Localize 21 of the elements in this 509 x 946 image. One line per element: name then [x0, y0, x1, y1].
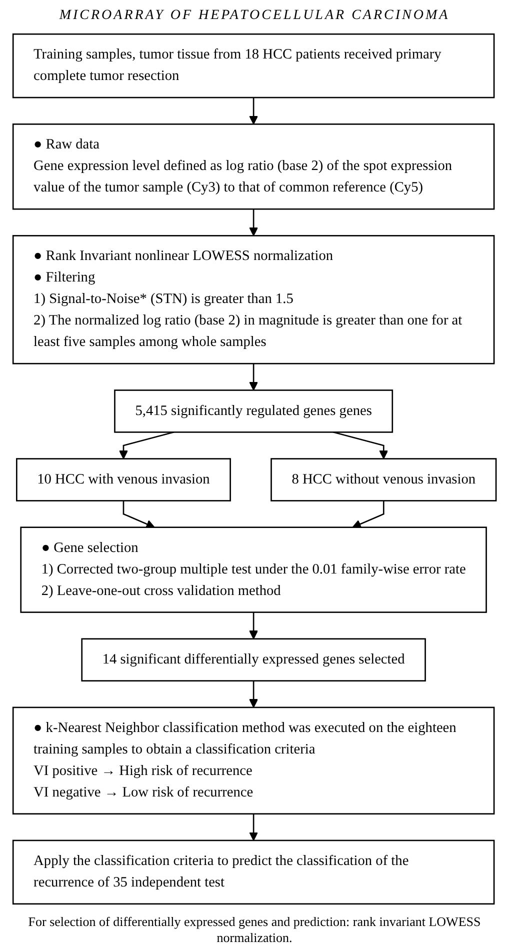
arrow [249, 98, 258, 125]
process-box: Apply the classification criteria to predict the classification of the recurrence of 35 independent test [12, 840, 495, 905]
process-box: ● Rank Invariant nonlinear LOWESS normalization ● Filtering 1) Signal-to-Noise* (STN) is greater than 1.5 2) The normalized log ratio (base 2) in magnitude is greater than one for at least five samples among whole samples [12, 235, 495, 364]
arrow [249, 680, 258, 708]
process-box: ● k-Nearest Neighbor classification method was executed on the eighteen training samples to obtain a classification criteria VI positive → High risk of recurrence VI negative → Low risk of recurrence [12, 706, 495, 814]
running-header: MICROARRAY OF HEPATOCELLULAR CARCINOMA [58, 8, 451, 24]
process-box: ● Raw data Gene expression level defined as log ratio (base 2) of the spot expression value of the tumor sample (Cy3) to that of common reference (Cy5) [12, 124, 495, 210]
arrow [352, 500, 384, 528]
process-box: 5,415 significantly regulated genes genes [114, 390, 393, 433]
arrow [122, 500, 155, 528]
arrow [118, 432, 174, 460]
arrow [249, 364, 258, 391]
figure-caption: For selection of differentially expressed genes and prediction: rank invariant LOWESS normalization. [27, 914, 482, 946]
process-box: 14 significant differentially expressed genes selected [81, 638, 426, 682]
arrow [249, 814, 258, 841]
arrow [249, 209, 258, 236]
process-box: ● Gene selection 1) Corrected two-group multiple test under the 0.01 family-wise error rate 2) Leave-one-out cross validation method [20, 526, 487, 613]
process-box: 10 HCC with venous invasion [16, 458, 231, 502]
process-box: 8 HCC without venous invasion [270, 458, 497, 502]
process-box: Training samples, tumor tissue from 18 HCC patients received primary complete tumor resection [12, 33, 495, 98]
arrow [249, 612, 258, 640]
